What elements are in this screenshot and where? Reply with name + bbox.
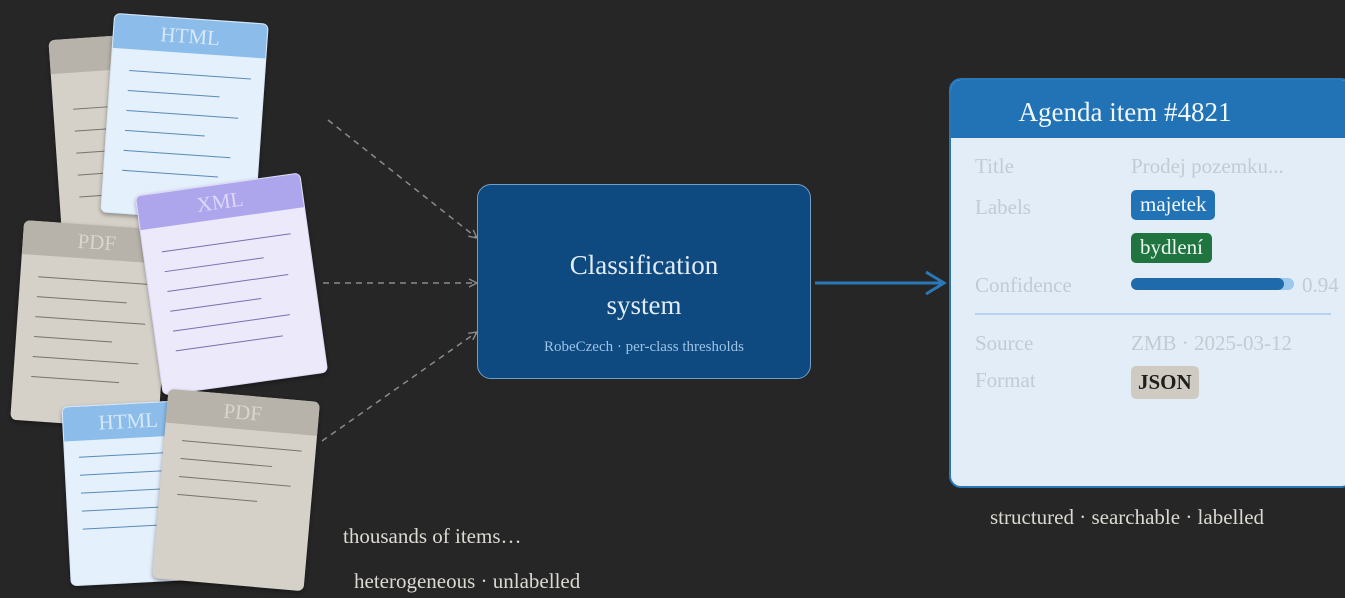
format-field-label: Format (975, 368, 1036, 392)
items-quality-caption: heterogeneous · unlabelled (354, 569, 581, 593)
label-chip-bydleni: bydlení (1131, 233, 1212, 263)
source-field-value: ZMB · 2025-03-12 (1131, 331, 1292, 355)
label-chip-majetek: majetek (1131, 190, 1216, 220)
classifier-subtitle: RobeCzech · per-class thresholds (543, 339, 745, 355)
document-xml: XML (134, 172, 329, 396)
document-pdf-bottom: PDF (152, 388, 320, 592)
classifier-title-line2: system (606, 290, 682, 320)
title-field-value: Prodej pozemku... (1131, 154, 1284, 178)
confidence-bar-fill (1131, 278, 1285, 290)
dashed-arrow-bottom (321, 331, 479, 442)
card-title: Agenda item #4821 (951, 80, 1345, 138)
items-count-caption: thousands of items… (343, 524, 522, 548)
dashed-arrow-top (327, 119, 479, 239)
labels-field-label: Labels (975, 195, 1031, 219)
confidence-field-label: Confidence (975, 273, 1072, 297)
agenda-item-card: Agenda item #4821 Title Prodej pozemku..… (949, 78, 1345, 488)
classifier-title: Classification system (478, 245, 810, 325)
classification-system-box: Classification system RobeCzech · per-cl… (477, 184, 811, 379)
source-field-label: Source (975, 331, 1034, 355)
confidence-bar (1131, 278, 1294, 290)
confidence-value: 0.94 (1302, 273, 1339, 297)
format-badge: JSON (1131, 366, 1199, 399)
output-caption: structured · searchable · labelled (990, 505, 1265, 529)
title-field-label: Title (975, 154, 1014, 178)
card-divider (975, 313, 1331, 315)
classifier-title-line1: Classification (569, 250, 719, 280)
